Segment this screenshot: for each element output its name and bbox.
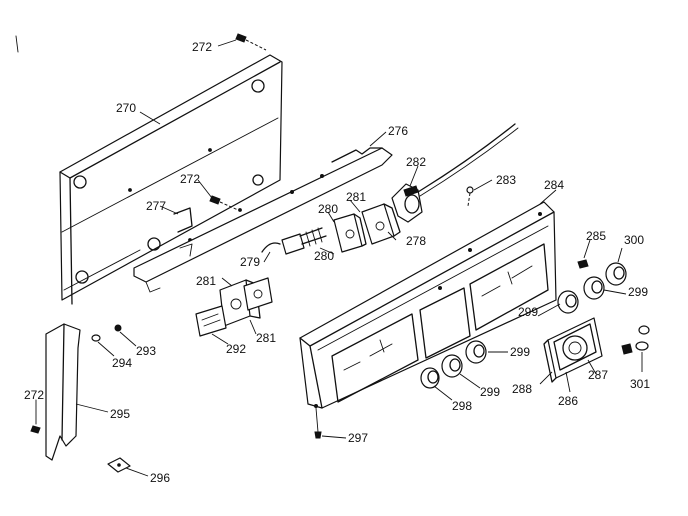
small-part-294 (91, 334, 101, 342)
clip-part (173, 207, 193, 257)
label-277: 277 (146, 199, 166, 213)
knob-4 (557, 290, 579, 314)
small-part-293 (114, 324, 122, 332)
label-287: 287 (588, 368, 608, 382)
label-294: 294 (112, 356, 132, 370)
knob-6 (605, 262, 627, 286)
switch-shaft (261, 227, 327, 255)
label-296: 296 (150, 471, 170, 485)
label-282: 282 (406, 155, 426, 169)
clip-285 (577, 259, 589, 269)
label-276: 276 (388, 124, 408, 138)
label-281-c: 281 (256, 331, 276, 345)
label-272-mid: 272 (180, 172, 200, 186)
stray-mark (15, 35, 19, 53)
label-295: 295 (110, 407, 130, 421)
screw-283 (466, 186, 474, 207)
mounting-bracket (133, 147, 393, 293)
label-272-top: 272 (192, 40, 212, 54)
label-292: 292 (226, 342, 246, 356)
label-298: 298 (452, 399, 472, 413)
label-270: 270 (116, 101, 136, 115)
plate-296 (107, 457, 131, 473)
clock-assembly (543, 317, 603, 383)
knob-1 (420, 367, 440, 389)
label-299-a: 299 (628, 285, 648, 299)
label-284: 284 (544, 178, 564, 192)
label-285: 285 (586, 229, 606, 243)
label-283: 283 (496, 173, 516, 187)
screw-297 (314, 407, 322, 439)
knob-2 (441, 354, 463, 378)
label-297: 297 (348, 431, 368, 445)
label-278: 278 (406, 234, 426, 248)
label-299-b: 299 (518, 305, 538, 319)
knob-5 (583, 276, 605, 300)
label-281-a: 281 (346, 190, 366, 204)
label-280-a: 280 (318, 202, 338, 216)
label-301: 301 (630, 377, 650, 391)
lower-switch-assembly (195, 277, 273, 337)
switch-assembly (333, 123, 519, 253)
label-300: 300 (624, 233, 644, 247)
label-299-d: 299 (480, 385, 500, 399)
leader-lines (75, 39, 643, 477)
screw-left (30, 399, 41, 434)
control-panel (299, 201, 557, 409)
label-272-left: 272 (24, 388, 44, 402)
label-293: 293 (136, 344, 156, 358)
label-299-c: 299 (510, 345, 530, 359)
label-279: 279 (240, 255, 260, 269)
label-286: 286 (558, 394, 578, 408)
screw-top (235, 33, 267, 51)
label-288: 288 (512, 382, 532, 396)
label-280-b: 280 (314, 249, 334, 263)
part-labels: 272 270 272 276 277 282 283 284 281 280 … (24, 40, 650, 485)
screw-middle (209, 195, 239, 211)
label-281-b: 281 (196, 274, 216, 288)
small-part-301 (621, 325, 650, 355)
knob-3 (465, 340, 487, 364)
side-trim (45, 323, 81, 461)
